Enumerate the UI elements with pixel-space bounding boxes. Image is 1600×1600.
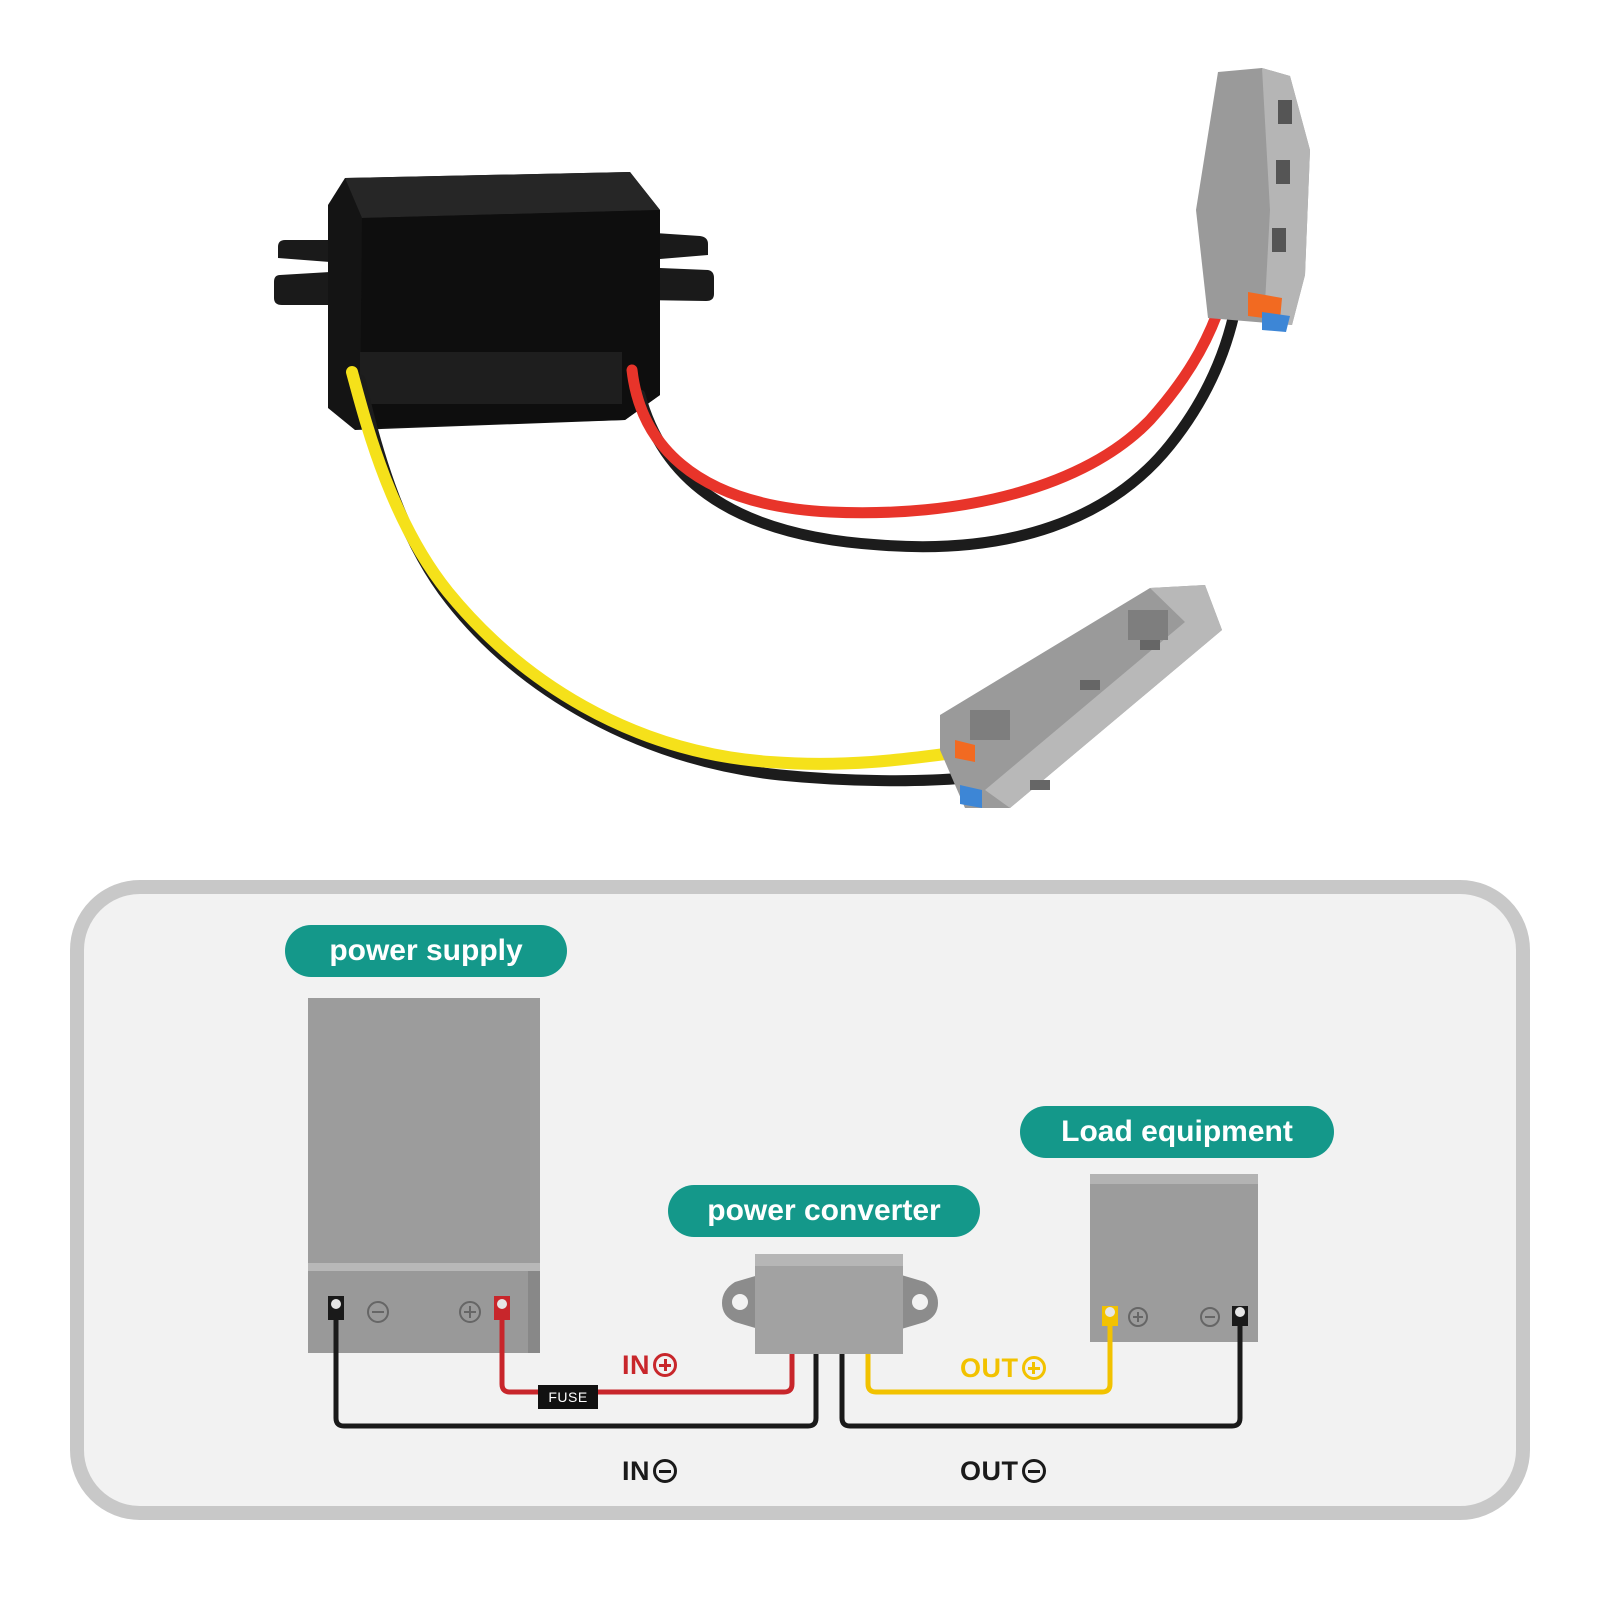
power-converter-box bbox=[722, 1254, 938, 1354]
in-minus-wire bbox=[333, 1318, 819, 1429]
out-minus-wire bbox=[839, 1322, 1243, 1429]
minus-icon bbox=[653, 1459, 677, 1483]
out-plus-wire bbox=[865, 1322, 1113, 1395]
lever-connector-bottom bbox=[940, 585, 1222, 808]
fuse-label: FUSE bbox=[538, 1385, 598, 1409]
in-minus-label: IN bbox=[622, 1456, 677, 1487]
load-minus-icon bbox=[1200, 1307, 1220, 1327]
power-converter-label: power converter bbox=[668, 1185, 980, 1237]
terminal-screws bbox=[328, 1296, 1248, 1326]
power-supply-label: power supply bbox=[285, 925, 567, 977]
plus-icon bbox=[653, 1353, 677, 1377]
minus-terminal-icon bbox=[367, 1301, 389, 1323]
lever-connector-top bbox=[1196, 68, 1310, 332]
out-minus-label: OUT bbox=[960, 1456, 1046, 1487]
power-supply-box bbox=[308, 998, 540, 1353]
converter-module bbox=[274, 172, 714, 430]
in-plus-wire bbox=[499, 1318, 795, 1395]
in-plus-text: IN bbox=[622, 1350, 650, 1380]
in-plus-label: IN bbox=[622, 1350, 677, 1381]
plus-icon bbox=[1021, 1356, 1046, 1380]
out-plus-text: OUT bbox=[960, 1353, 1019, 1383]
red-wire bbox=[626, 294, 1228, 519]
out-minus-text: OUT bbox=[960, 1456, 1019, 1486]
in-minus-text: IN bbox=[622, 1456, 650, 1486]
product-photo bbox=[274, 68, 1310, 808]
out-plus-label: OUT bbox=[960, 1353, 1046, 1384]
load-equipment-label: Load equipment bbox=[1020, 1106, 1334, 1158]
black-wire-input bbox=[634, 299, 1242, 553]
load-plus-icon bbox=[1128, 1307, 1148, 1327]
minus-icon bbox=[1021, 1459, 1046, 1483]
plus-terminal-icon bbox=[459, 1301, 481, 1323]
yellow-wire bbox=[346, 366, 966, 770]
